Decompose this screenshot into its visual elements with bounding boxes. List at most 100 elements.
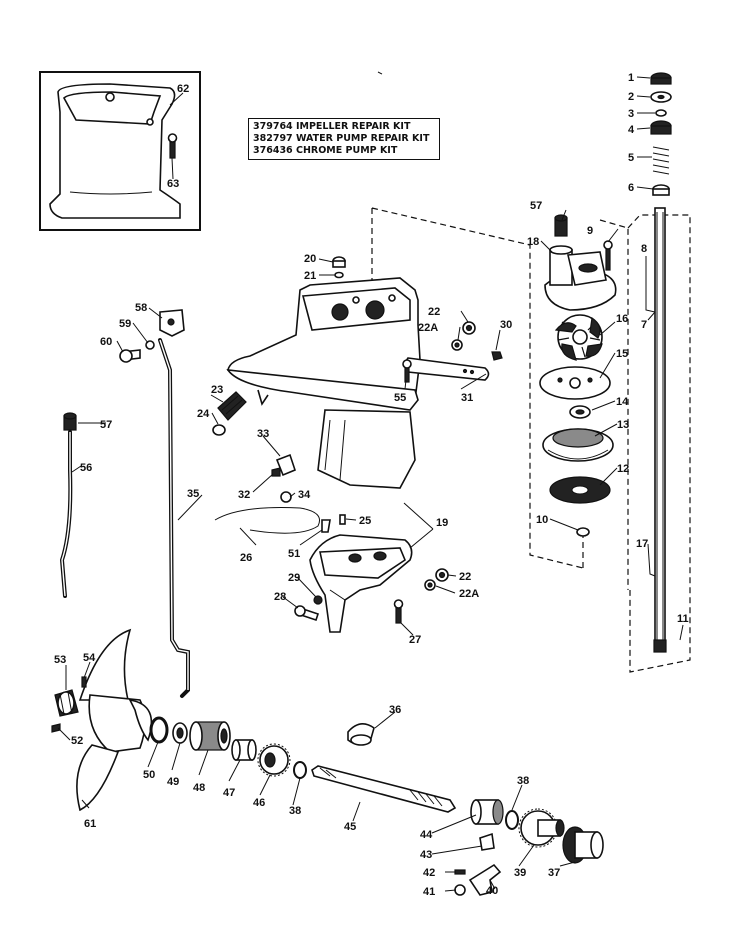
callout-58: 58 [135, 302, 147, 314]
callout-35: 35 [187, 488, 199, 500]
callout-26: 26 [240, 552, 252, 564]
callout-14: 14 [616, 396, 629, 408]
callout-22a-lower: 22A [459, 588, 479, 600]
propeller-shaft-45 [311, 765, 457, 813]
callout-10: 10 [536, 514, 548, 526]
callout-31: 31 [461, 392, 473, 404]
impeller-plate-15 [539, 366, 611, 400]
kit-line: 379764 IMPELLER REPAIR KIT [253, 121, 411, 132]
callout-44: 44 [420, 829, 433, 841]
callout-22-upper: 22 [428, 306, 440, 318]
callout-62: 62 [177, 83, 189, 95]
callout-38-right: 38 [517, 775, 529, 787]
callout-7: 7 [641, 319, 647, 331]
water-tube-56 [59, 412, 77, 598]
callout-30: 30 [500, 319, 512, 331]
callout-22a-upper: 22A [418, 322, 438, 334]
driveshaft-boundary [627, 214, 691, 673]
callout-15: 15 [616, 348, 628, 360]
callout-5: 5 [628, 152, 634, 164]
callout-38-left: 38 [289, 805, 301, 817]
exhaust-housing [226, 277, 421, 489]
callout-56: 56 [80, 462, 92, 474]
callout-60: 60 [100, 336, 112, 348]
propshaft-bearings [149, 716, 375, 779]
inset-exhaust-adapter [39, 71, 201, 231]
callout-32: 32 [238, 489, 250, 501]
pump-housing-18 [544, 245, 617, 311]
callout-22-lower: 22 [459, 571, 471, 583]
callout-34: 34 [298, 489, 311, 501]
callout-11: 11 [677, 613, 689, 625]
impeller-16 [554, 314, 603, 361]
callout-36: 36 [389, 704, 401, 716]
callout-1: 1 [628, 72, 634, 84]
callout-23: 23 [211, 384, 223, 396]
callout-25: 25 [359, 515, 371, 527]
seal-14 [569, 405, 591, 419]
callout-57-left: 57 [100, 419, 112, 431]
callout-52: 52 [71, 735, 83, 747]
callout-6: 6 [628, 182, 634, 194]
callout-41: 41 [423, 886, 435, 898]
ring-10 [576, 527, 590, 537]
stray-mark [377, 71, 383, 75]
shift-rod-35 [119, 309, 190, 698]
callout-48: 48 [193, 782, 205, 794]
pump-group-boundary [371, 207, 629, 590]
gearcase-lower [309, 534, 413, 633]
callout-42: 42 [423, 867, 435, 879]
callout-12: 12 [617, 463, 629, 475]
callout-13: 13 [617, 419, 629, 431]
callout-37: 37 [548, 867, 560, 879]
prop-nut-group [51, 676, 87, 733]
propeller-61 [76, 628, 153, 812]
callout-9: 9 [587, 225, 593, 237]
callout-46: 46 [253, 797, 265, 809]
callout-39: 39 [514, 867, 526, 879]
misc-small-parts [212, 256, 503, 624]
callout-20: 20 [304, 253, 316, 265]
callout-43: 43 [420, 849, 432, 861]
callout-33: 33 [257, 428, 269, 440]
callout-47: 47 [223, 787, 235, 799]
screw-9 [603, 240, 613, 271]
callout-50: 50 [143, 769, 155, 781]
callout-3: 3 [628, 108, 634, 120]
callout-49: 49 [167, 776, 179, 788]
callout-24: 24 [197, 408, 210, 420]
leader-lines [57, 76, 684, 892]
callout-2: 2 [628, 91, 634, 103]
callout-55: 55 [394, 392, 406, 404]
callout-53: 53 [54, 654, 66, 666]
callout-8: 8 [641, 243, 647, 255]
repair-kit-legend: 379764 IMPELLER REPAIR KIT 382797 WATER … [248, 118, 440, 160]
callout-19: 19 [436, 517, 448, 529]
callout-29: 29 [288, 572, 300, 584]
callout-63: 63 [167, 178, 179, 190]
screw-63 [167, 133, 178, 159]
kit-line: 376436 CHROME PUMP KIT [253, 145, 398, 156]
grommet-57-top [554, 214, 568, 237]
callout-40: 40 [486, 885, 498, 897]
callout-21: 21 [304, 270, 316, 282]
callout-4: 4 [628, 124, 635, 136]
callout-labels: 1 2 3 4 5 6 7 8 9 10 11 12 13 14 15 16 1… [54, 72, 689, 898]
callout-28: 28 [274, 591, 286, 603]
callout-59: 59 [119, 318, 131, 330]
callout-16: 16 [616, 313, 628, 325]
callout-57-top: 57 [530, 200, 542, 212]
driveshaft [653, 207, 667, 653]
kit-line: 382797 WATER PUMP REPAIR KIT [253, 133, 430, 144]
callout-27: 27 [409, 634, 421, 646]
callout-61: 61 [84, 818, 96, 830]
pump-base-13 [542, 428, 614, 462]
reverse-gear-group [454, 799, 604, 896]
gasket-12 [549, 476, 611, 504]
callout-18: 18 [527, 236, 539, 248]
callout-17: 17 [636, 538, 648, 550]
callout-45: 45 [344, 821, 356, 833]
callout-51: 51 [288, 548, 300, 560]
driveshaft-seal-stack [650, 72, 672, 196]
